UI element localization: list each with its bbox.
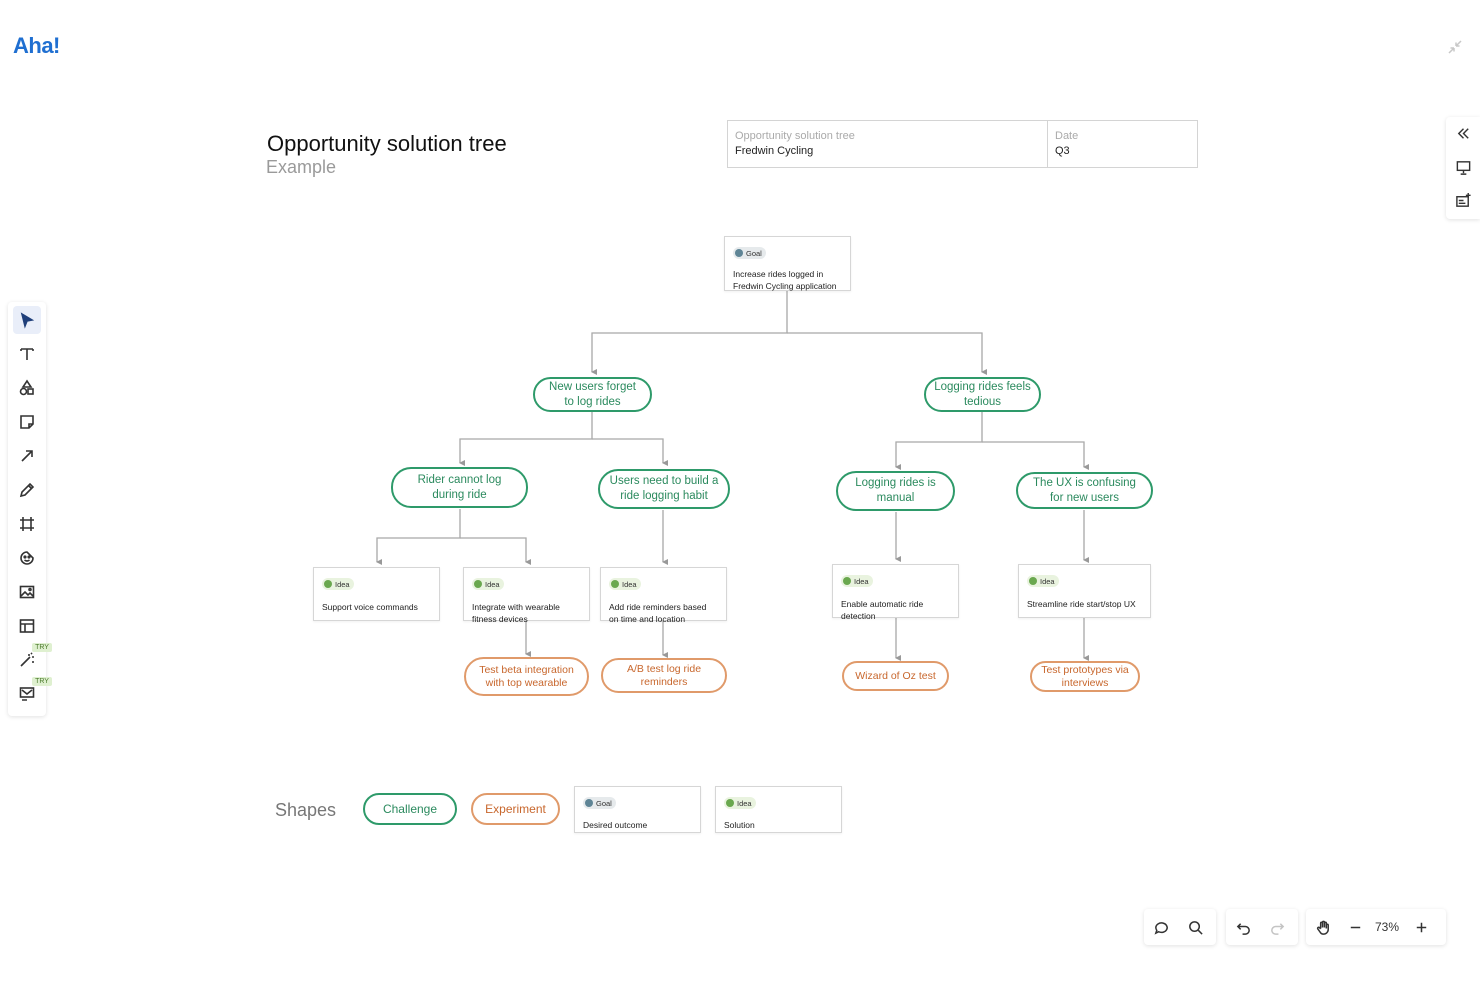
exit-fullscreen-icon[interactable] — [1444, 36, 1466, 58]
board-title: Opportunity solution tree — [267, 131, 507, 156]
try-badge: TRY — [32, 643, 52, 652]
zoom-level[interactable]: 73% — [1374, 920, 1400, 934]
text-icon[interactable] — [13, 340, 41, 368]
idea-dot-icon — [611, 580, 619, 588]
zoom-toolbar: 73% — [1306, 909, 1446, 945]
challenge-node[interactable]: The UX is confusing for new users — [1016, 472, 1153, 509]
select-icon[interactable] — [13, 306, 41, 334]
comment-icon[interactable] — [1144, 910, 1178, 944]
frame-icon[interactable] — [13, 510, 41, 538]
idea-tag: Idea — [724, 797, 756, 809]
shapes-label: Shapes — [275, 800, 337, 820]
present-icon[interactable] — [1452, 156, 1474, 178]
challenge-node[interactable]: Logging rides feels tedious — [924, 377, 1041, 412]
arrow-icon[interactable] — [13, 442, 41, 470]
idea-dot-icon — [1029, 577, 1037, 585]
template-icon[interactable] — [13, 612, 41, 640]
goal-dot-icon — [735, 249, 743, 257]
ai-generate-icon[interactable] — [13, 680, 41, 708]
undo-redo-toolbar — [1226, 909, 1298, 945]
hand-pan-icon[interactable] — [1306, 910, 1340, 944]
try-badge: TRY — [32, 677, 52, 686]
info-cell-date[interactable]: Date Q3 — [1048, 121, 1197, 167]
idea-card[interactable]: Idea Support voice commands — [313, 567, 440, 621]
ai-magic-icon[interactable] — [13, 646, 41, 674]
info-label: Date — [1055, 130, 1079, 142]
idea-text: Integrate with wearable fitness devices — [472, 602, 560, 624]
experiment-node[interactable]: A/B test log ride reminders — [601, 658, 727, 693]
idea-tag: Idea — [322, 578, 354, 590]
shapes-icon[interactable] — [13, 374, 41, 402]
idea-text: Support voice commands — [322, 602, 418, 612]
legend-challenge[interactable]: Challenge — [363, 793, 457, 825]
left-toolbar: TRY TRY — [8, 302, 52, 716]
search-icon[interactable] — [1178, 910, 1212, 944]
add-slide-icon[interactable] — [1452, 189, 1474, 211]
idea-dot-icon — [324, 580, 332, 588]
info-table: Opportunity solution tree Fredwin Cyclin… — [727, 120, 1198, 168]
pen-icon[interactable] — [13, 476, 41, 504]
idea-tag: Idea — [1027, 575, 1059, 587]
challenge-node[interactable]: New users forget to log rides — [533, 377, 652, 412]
goal-text: Increase rides logged in Fredwin Cycling… — [733, 269, 837, 291]
idea-tag: Idea — [472, 578, 504, 590]
goal-tag: Goal — [733, 247, 766, 259]
sticker-icon[interactable] — [13, 544, 41, 572]
legend-experiment[interactable]: Experiment — [471, 793, 560, 825]
experiment-node[interactable]: Test prototypes via interviews — [1030, 661, 1140, 692]
info-value: Fredwin Cycling — [735, 145, 814, 157]
goal-card[interactable]: Goal Increase rides logged in Fredwin Cy… — [724, 236, 851, 291]
undo-icon[interactable] — [1226, 910, 1260, 944]
board-subtitle: Example — [266, 157, 337, 177]
comment-search-toolbar — [1144, 909, 1216, 945]
zoom-out-icon[interactable] — [1340, 910, 1370, 944]
sticky-note-icon[interactable] — [13, 408, 41, 436]
idea-text: Solution — [724, 820, 755, 830]
idea-dot-icon — [843, 577, 851, 585]
challenge-node[interactable]: Rider cannot log during ride — [391, 467, 528, 508]
info-cell-name[interactable]: Opportunity solution tree Fredwin Cyclin… — [728, 121, 1048, 167]
experiment-node[interactable]: Test beta integration with top wearable — [464, 657, 589, 696]
goal-dot-icon — [585, 799, 593, 807]
experiment-node[interactable]: Wizard of Oz test — [842, 661, 949, 691]
collapse-panel-icon[interactable] — [1452, 122, 1474, 144]
redo-icon[interactable] — [1260, 910, 1294, 944]
goal-text: Desired outcome — [583, 820, 648, 830]
legend-idea-card[interactable]: Idea Solution — [715, 786, 842, 833]
idea-text: Enable automatic ride detection — [841, 599, 924, 621]
info-label: Opportunity solution tree — [735, 130, 855, 142]
idea-card[interactable]: Idea Enable automatic ride detection — [832, 564, 959, 621]
info-value: Q3 — [1055, 145, 1070, 157]
idea-card[interactable]: Idea Integrate with wearable fitness dev… — [463, 567, 590, 624]
image-icon[interactable] — [13, 578, 41, 606]
idea-card[interactable]: Idea Streamline ride start/stop UX — [1018, 564, 1151, 618]
idea-card[interactable]: Idea Add ride reminders based on time an… — [600, 567, 727, 624]
zoom-in-icon[interactable] — [1404, 910, 1438, 944]
idea-tag: Idea — [841, 575, 873, 587]
right-panel — [1446, 117, 1480, 219]
idea-tag: Idea — [609, 578, 641, 590]
goal-tag: Goal — [583, 797, 616, 809]
challenge-node[interactable]: Logging rides is manual — [836, 471, 955, 511]
idea-dot-icon — [726, 799, 734, 807]
idea-text: Streamline ride start/stop UX — [1027, 599, 1136, 609]
idea-text: Add ride reminders based on time and loc… — [609, 602, 707, 624]
aha-logo: Aha! — [13, 33, 60, 58]
legend-goal-card[interactable]: Goal Desired outcome — [574, 786, 701, 833]
challenge-node[interactable]: Users need to build a ride logging habit — [598, 469, 730, 509]
idea-dot-icon — [474, 580, 482, 588]
